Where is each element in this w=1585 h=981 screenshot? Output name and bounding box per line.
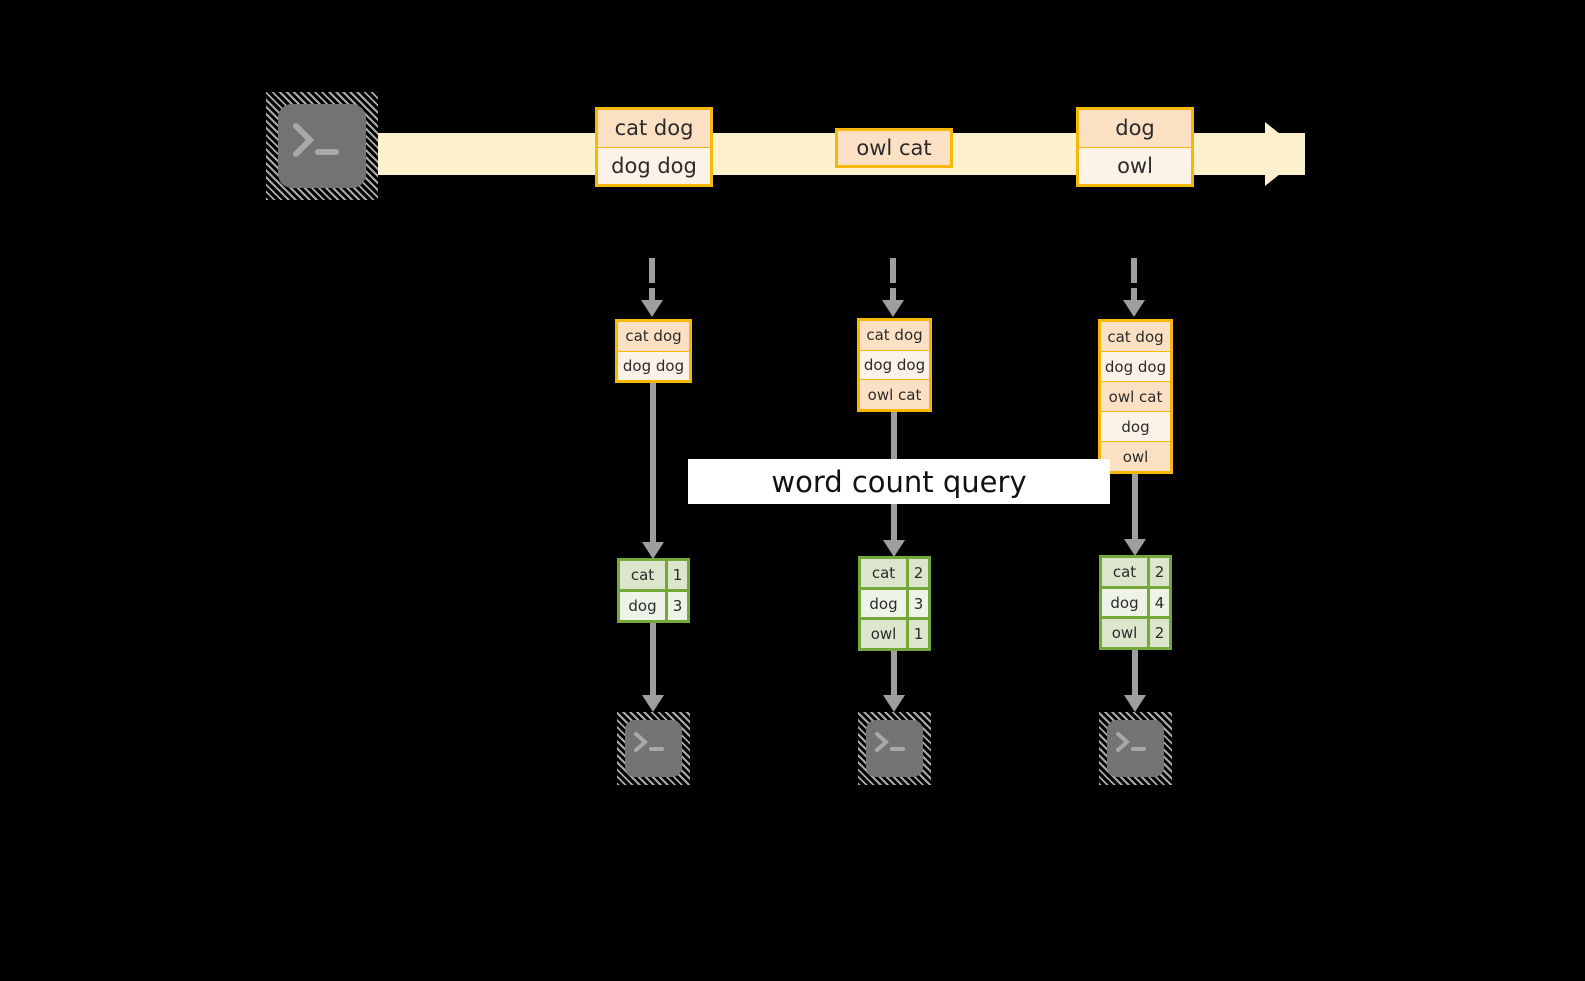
- result-to-consumer-shaft-1: [650, 623, 656, 699]
- table-row: owl 1: [861, 620, 928, 649]
- snapshot-state-line: dog: [1101, 412, 1170, 442]
- snapshot-state-line: cat dog: [860, 321, 929, 351]
- terminal-prompt-glyph: [875, 732, 905, 752]
- stream-to-snapshot-dash-2: [890, 258, 896, 283]
- result-word: owl: [861, 620, 909, 649]
- event-stream-arrowhead: [1265, 122, 1305, 186]
- stream-to-snapshot-head-2: [882, 300, 904, 317]
- result-to-consumer-head-3: [1124, 695, 1146, 712]
- stream-event-line: cat dog: [598, 110, 710, 148]
- result-word: dog: [1102, 588, 1150, 617]
- result-word: owl: [1102, 619, 1150, 648]
- table-row: cat 2: [861, 559, 928, 590]
- stream-event-batch-3[interactable]: dog owl: [1076, 107, 1194, 187]
- table-row: cat 2: [1102, 558, 1169, 589]
- snapshot-state-line: cat dog: [1101, 322, 1170, 352]
- producer-terminal-icon[interactable]: [266, 92, 378, 200]
- result-word: cat: [620, 561, 668, 589]
- stream-event-batch-2[interactable]: owl cat: [835, 128, 953, 168]
- stream-event-line: dog dog: [598, 147, 710, 184]
- stream-to-snapshot-shaft-2: [890, 288, 896, 306]
- consumer-terminal-icon-3[interactable]: [1099, 712, 1172, 785]
- stream-event-line: owl: [1079, 147, 1191, 184]
- stream-to-snapshot-shaft-3: [1131, 288, 1137, 306]
- result-count: 3: [672, 597, 683, 615]
- snapshot-state-line: owl cat: [860, 380, 929, 410]
- stream-event-line: owl cat: [838, 131, 950, 165]
- table-row: dog 3: [861, 589, 928, 621]
- table-row: dog 3: [620, 592, 687, 620]
- snapshot-state-2[interactable]: cat dog dog dog owl cat: [857, 318, 932, 412]
- result-count: 2: [1154, 624, 1165, 643]
- terminal-prompt-glyph: [293, 123, 339, 157]
- terminal-prompt-glyph: [1116, 732, 1146, 752]
- result-count: 2: [1154, 562, 1165, 581]
- result-to-consumer-shaft-2: [891, 651, 897, 699]
- snapshot-state-line: dog dog: [860, 350, 929, 381]
- result-to-consumer-shaft-3: [1132, 650, 1138, 699]
- result-count: 2: [913, 563, 924, 582]
- consumer-terminal-icon-2[interactable]: [858, 712, 931, 785]
- stream-to-snapshot-head-3: [1123, 300, 1145, 317]
- result-word: cat: [1102, 558, 1150, 586]
- stream-event-line: dog: [1079, 110, 1191, 148]
- stream-to-snapshot-dash-1: [649, 258, 655, 283]
- result-word: cat: [861, 559, 909, 587]
- snapshot-state-line: cat dog: [618, 322, 689, 352]
- table-row: cat 1: [620, 561, 687, 592]
- result-count: 4: [1154, 593, 1165, 612]
- stream-to-snapshot-shaft-1: [649, 288, 655, 306]
- snapshot-to-result-shaft-3: [1132, 474, 1138, 544]
- result-table-3[interactable]: cat 2 dog 4 owl 2: [1099, 555, 1172, 650]
- consumer-terminal-icon-1[interactable]: [617, 712, 690, 785]
- stream-to-snapshot-head-1: [641, 300, 663, 317]
- stream-to-snapshot-dash-3: [1131, 258, 1137, 283]
- snapshot-to-result-shaft-1: [650, 383, 656, 546]
- query-banner: word count query: [688, 459, 1110, 504]
- snapshot-to-result-head-2: [883, 540, 905, 557]
- result-word: dog: [861, 589, 909, 618]
- result-to-consumer-head-1: [642, 695, 664, 712]
- stream-event-batch-1[interactable]: cat dog dog dog: [595, 107, 713, 187]
- result-table-2[interactable]: cat 2 dog 3 owl 1: [858, 556, 931, 651]
- snapshot-state-1[interactable]: cat dog dog dog: [615, 319, 692, 383]
- snapshot-state-3[interactable]: cat dog dog dog owl cat dog owl: [1098, 319, 1173, 474]
- snapshot-state-line: dog dog: [1101, 352, 1170, 382]
- snapshot-state-line: owl cat: [1101, 382, 1170, 412]
- terminal-prompt-glyph: [634, 732, 664, 752]
- table-row: owl 2: [1102, 619, 1169, 648]
- snapshot-to-result-head-1: [642, 542, 664, 559]
- result-count: 1: [913, 625, 924, 644]
- result-word: dog: [620, 592, 668, 620]
- result-table-1[interactable]: cat 1 dog 3: [617, 558, 690, 623]
- terminal-screen: [278, 104, 366, 188]
- table-row: dog 4: [1102, 588, 1169, 620]
- result-count: 3: [913, 594, 924, 613]
- snapshot-to-result-head-3: [1124, 539, 1146, 556]
- snapshot-state-line: owl: [1101, 442, 1170, 471]
- result-count: 1: [672, 566, 683, 584]
- snapshot-state-line: dog dog: [618, 351, 689, 380]
- result-to-consumer-head-2: [883, 695, 905, 712]
